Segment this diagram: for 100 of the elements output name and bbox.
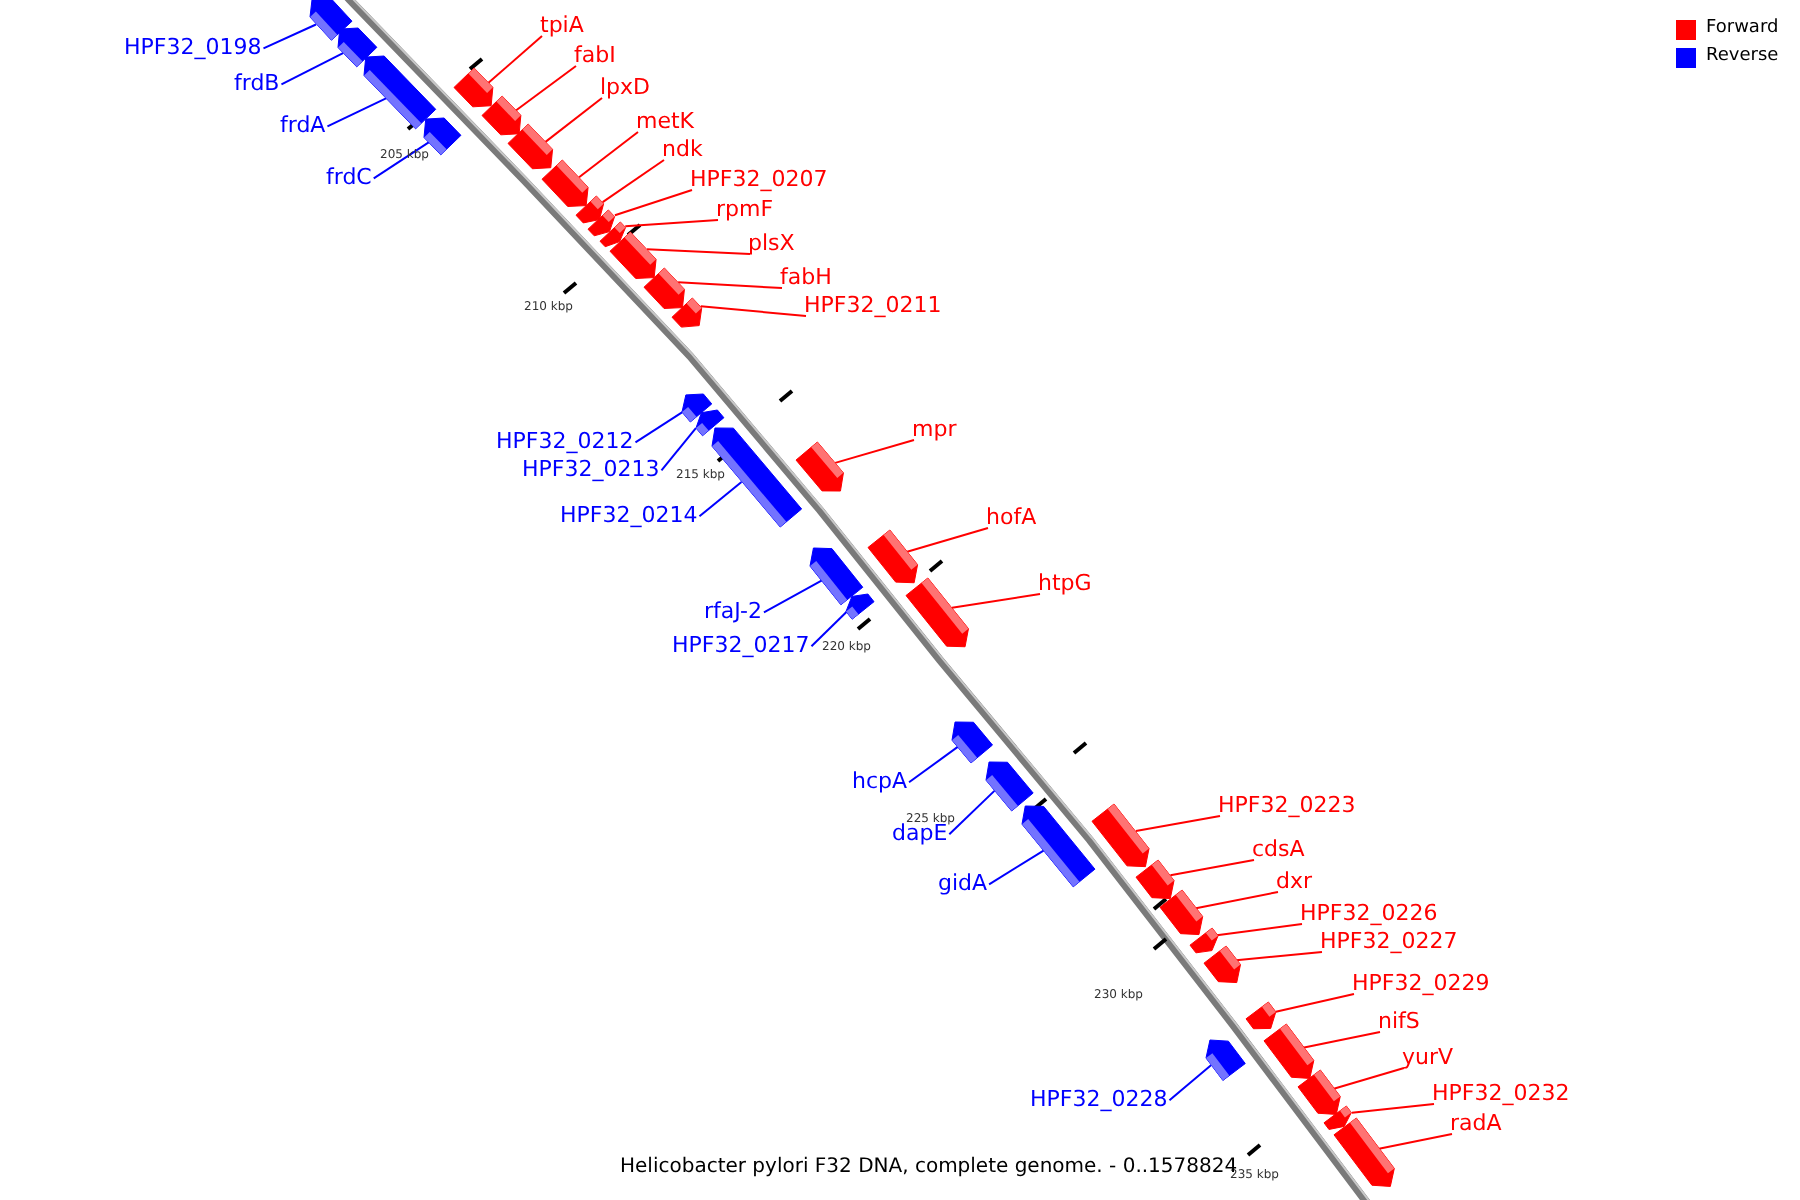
- leader-line: [834, 439, 915, 464]
- gene-label: HPF32_0212: [496, 428, 634, 454]
- leader-line: [1301, 1031, 1381, 1049]
- gene-bar: [810, 547, 864, 605]
- leader-line: [660, 427, 697, 472]
- gene-label: dxr: [1276, 868, 1313, 894]
- leader-line: [810, 610, 849, 648]
- gene-bar: [846, 593, 875, 619]
- leader-line: [762, 579, 824, 614]
- leader-line: [326, 97, 388, 128]
- leader-line: [544, 97, 603, 143]
- gene-bar: [364, 56, 437, 130]
- legend-label: Forward: [1706, 18, 1779, 40]
- legend-label: Reverse: [1706, 46, 1779, 68]
- gene-label: fabH: [780, 264, 832, 290]
- gene-bar: [454, 68, 494, 108]
- gene-label: HPF32_0228: [1030, 1086, 1168, 1112]
- leader-line: [948, 789, 996, 836]
- leader-line: [634, 411, 684, 444]
- gene-label: ndk: [662, 136, 703, 162]
- gene-bar: [643, 267, 684, 308]
- gene-bar: [867, 529, 918, 583]
- leader-line: [1332, 1067, 1405, 1090]
- gene-label: fabI: [574, 42, 616, 68]
- leader-line: [613, 189, 693, 217]
- gene-bar: [952, 721, 993, 763]
- gene-label: hofA: [986, 504, 1037, 530]
- gene-label: lpxD: [600, 74, 651, 100]
- gene-bar: [609, 231, 656, 278]
- gene-bar: [1206, 1040, 1246, 1082]
- leader-line: [624, 219, 719, 228]
- gene-label: HPF32_0229: [1352, 970, 1490, 996]
- gene-bar: [796, 442, 845, 492]
- gene-bar: [508, 124, 554, 170]
- gene-label: HPF32_0226: [1300, 900, 1438, 926]
- gene-label: HPF32_0198: [124, 34, 262, 60]
- leader-line: [677, 281, 783, 289]
- gene-bar: [1333, 1118, 1395, 1188]
- gene-label: frdB: [234, 70, 280, 96]
- gene-label: hcpA: [852, 768, 908, 794]
- gene-label: dapE: [892, 820, 948, 846]
- gene-label: HPF32_0227: [1320, 928, 1458, 954]
- gene-label: metK: [636, 108, 695, 134]
- leader-line: [1215, 923, 1303, 937]
- leader-line: [908, 745, 959, 784]
- gene-bar: [1136, 860, 1175, 899]
- gene-label: HPF32_0207: [690, 166, 828, 192]
- leader-line: [262, 23, 317, 50]
- gene-bar: [575, 195, 604, 223]
- leader-line: [601, 159, 665, 204]
- gene-bar: [1021, 805, 1095, 887]
- gene-label: HPF32_0214: [560, 502, 698, 528]
- leader-line: [280, 52, 344, 86]
- gene-label: frdA: [280, 112, 326, 138]
- leader-line: [1377, 1133, 1453, 1150]
- gene-label: HPF32_0223: [1218, 792, 1356, 818]
- leader-line: [951, 593, 1041, 609]
- gene-bar: [1246, 1002, 1277, 1030]
- gene-label: gidA: [938, 870, 988, 896]
- gene-bar: [1263, 1024, 1313, 1080]
- gene-bar: [1297, 1070, 1341, 1116]
- leader-line: [906, 527, 989, 553]
- leader-line: [487, 35, 543, 84]
- gene-bar: [1092, 804, 1150, 867]
- gene-label: HPF32_0211: [804, 292, 942, 318]
- leader-line: [646, 248, 751, 255]
- gene-label: frdC: [326, 164, 372, 190]
- leader-line: [988, 849, 1045, 886]
- leader-line: [1134, 815, 1221, 833]
- gene-label: rpmF: [716, 196, 774, 222]
- leader-line: [1195, 891, 1279, 910]
- gene-bar: [906, 577, 969, 647]
- gene-bar: [1203, 946, 1240, 983]
- gene-bar: [985, 761, 1033, 811]
- gene-label: cdsA: [1252, 836, 1305, 862]
- leader-line: [1274, 993, 1355, 1013]
- gene-bar: [1159, 890, 1203, 935]
- leader-line: [1168, 1064, 1212, 1102]
- leader-line: [372, 141, 431, 180]
- gene-label: mpr: [912, 416, 957, 442]
- gene-label: tpiA: [540, 12, 584, 38]
- leader-line: [578, 131, 639, 179]
- gene-label: radA: [1450, 1110, 1502, 1136]
- gene-label: plsX: [748, 230, 795, 256]
- leader-line: [1350, 1103, 1435, 1114]
- gene-label: HPF32_0217: [672, 632, 810, 658]
- gene-label: rfaJ-2: [704, 598, 762, 624]
- gene-bar: [541, 159, 588, 206]
- gene-bar: [671, 297, 702, 327]
- gene-label: htpG: [1038, 570, 1092, 596]
- leader-line: [1235, 951, 1323, 962]
- gene-label: HPF32_0232: [1432, 1080, 1570, 1106]
- leader-line: [514, 65, 577, 112]
- leader-line: [1169, 859, 1255, 877]
- gene-label: nifS: [1378, 1008, 1420, 1034]
- gene-bar: [481, 96, 521, 136]
- leader-line: [698, 481, 743, 518]
- gene-label: HPF32_0213: [522, 456, 660, 482]
- gene-label: yurV: [1402, 1044, 1454, 1070]
- gene-bar: [1189, 928, 1218, 954]
